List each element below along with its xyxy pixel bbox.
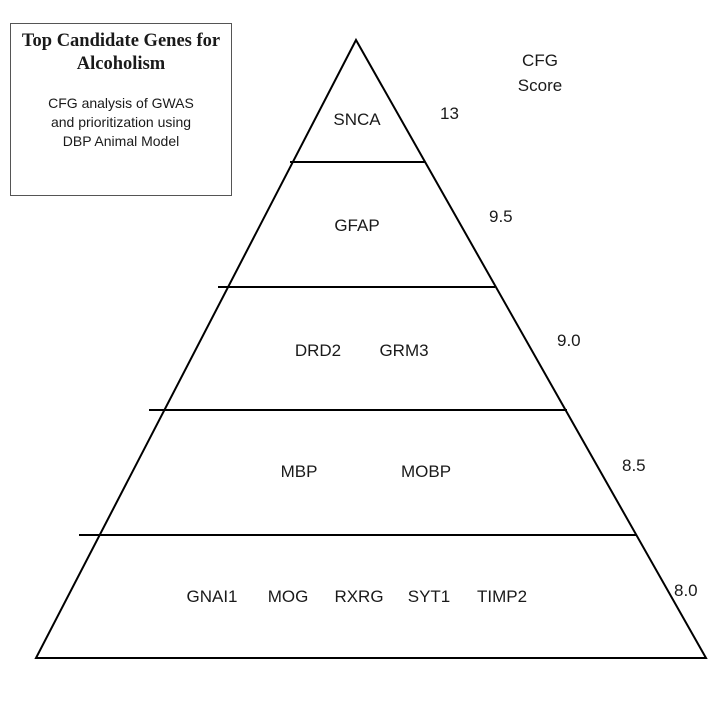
tier-1: SNCA 13 (333, 104, 459, 129)
gene-label: MOBP (401, 462, 451, 481)
title-box: Top Candidate Genes for Alcoholism CFG a… (10, 23, 232, 196)
score-header-line-2: Score (517, 76, 563, 95)
tier-2: GFAP 9.5 (334, 207, 512, 235)
gene-label: GRM3 (379, 341, 428, 360)
diagram-title: Top Candidate Genes for Alcoholism (11, 30, 231, 76)
score-header: CFG Score (500, 48, 580, 98)
description-line-1: CFG analysis of GWAS (48, 95, 194, 111)
gene-label: SNCA (333, 110, 381, 129)
diagram-description: CFG analysis of GWAS and prioritization … (11, 94, 231, 151)
gene-label: TIMP2 (477, 587, 527, 606)
description-line-2: and prioritization using (50, 114, 192, 130)
description-line-3: DBP Animal Model (62, 133, 180, 149)
gene-label: GFAP (334, 216, 379, 235)
gene-label: RXRG (334, 587, 383, 606)
gene-label: MBP (281, 462, 318, 481)
title-line-1: Top Candidate Genes for (21, 31, 221, 51)
score-header-line-1: CFG (522, 51, 558, 70)
tier-score: 9.5 (489, 207, 513, 226)
tier-3: DRD2 GRM3 9.0 (295, 331, 581, 360)
gene-label: MOG (268, 587, 309, 606)
tier-5: GNAI1 MOG RXRG SYT1 TIMP2 8.0 (186, 581, 697, 606)
title-line-2: Alcoholism (76, 54, 166, 74)
gene-label: SYT1 (408, 587, 451, 606)
tier-score: 8.5 (622, 456, 646, 475)
tier-4: MBP MOBP 8.5 (281, 456, 646, 481)
tier-score: 8.0 (674, 581, 698, 600)
tier-score: 9.0 (557, 331, 581, 350)
tier-score: 13 (440, 104, 459, 123)
gene-label: DRD2 (295, 341, 341, 360)
gene-label: GNAI1 (186, 587, 237, 606)
pyramid-outline (34, 37, 708, 659)
